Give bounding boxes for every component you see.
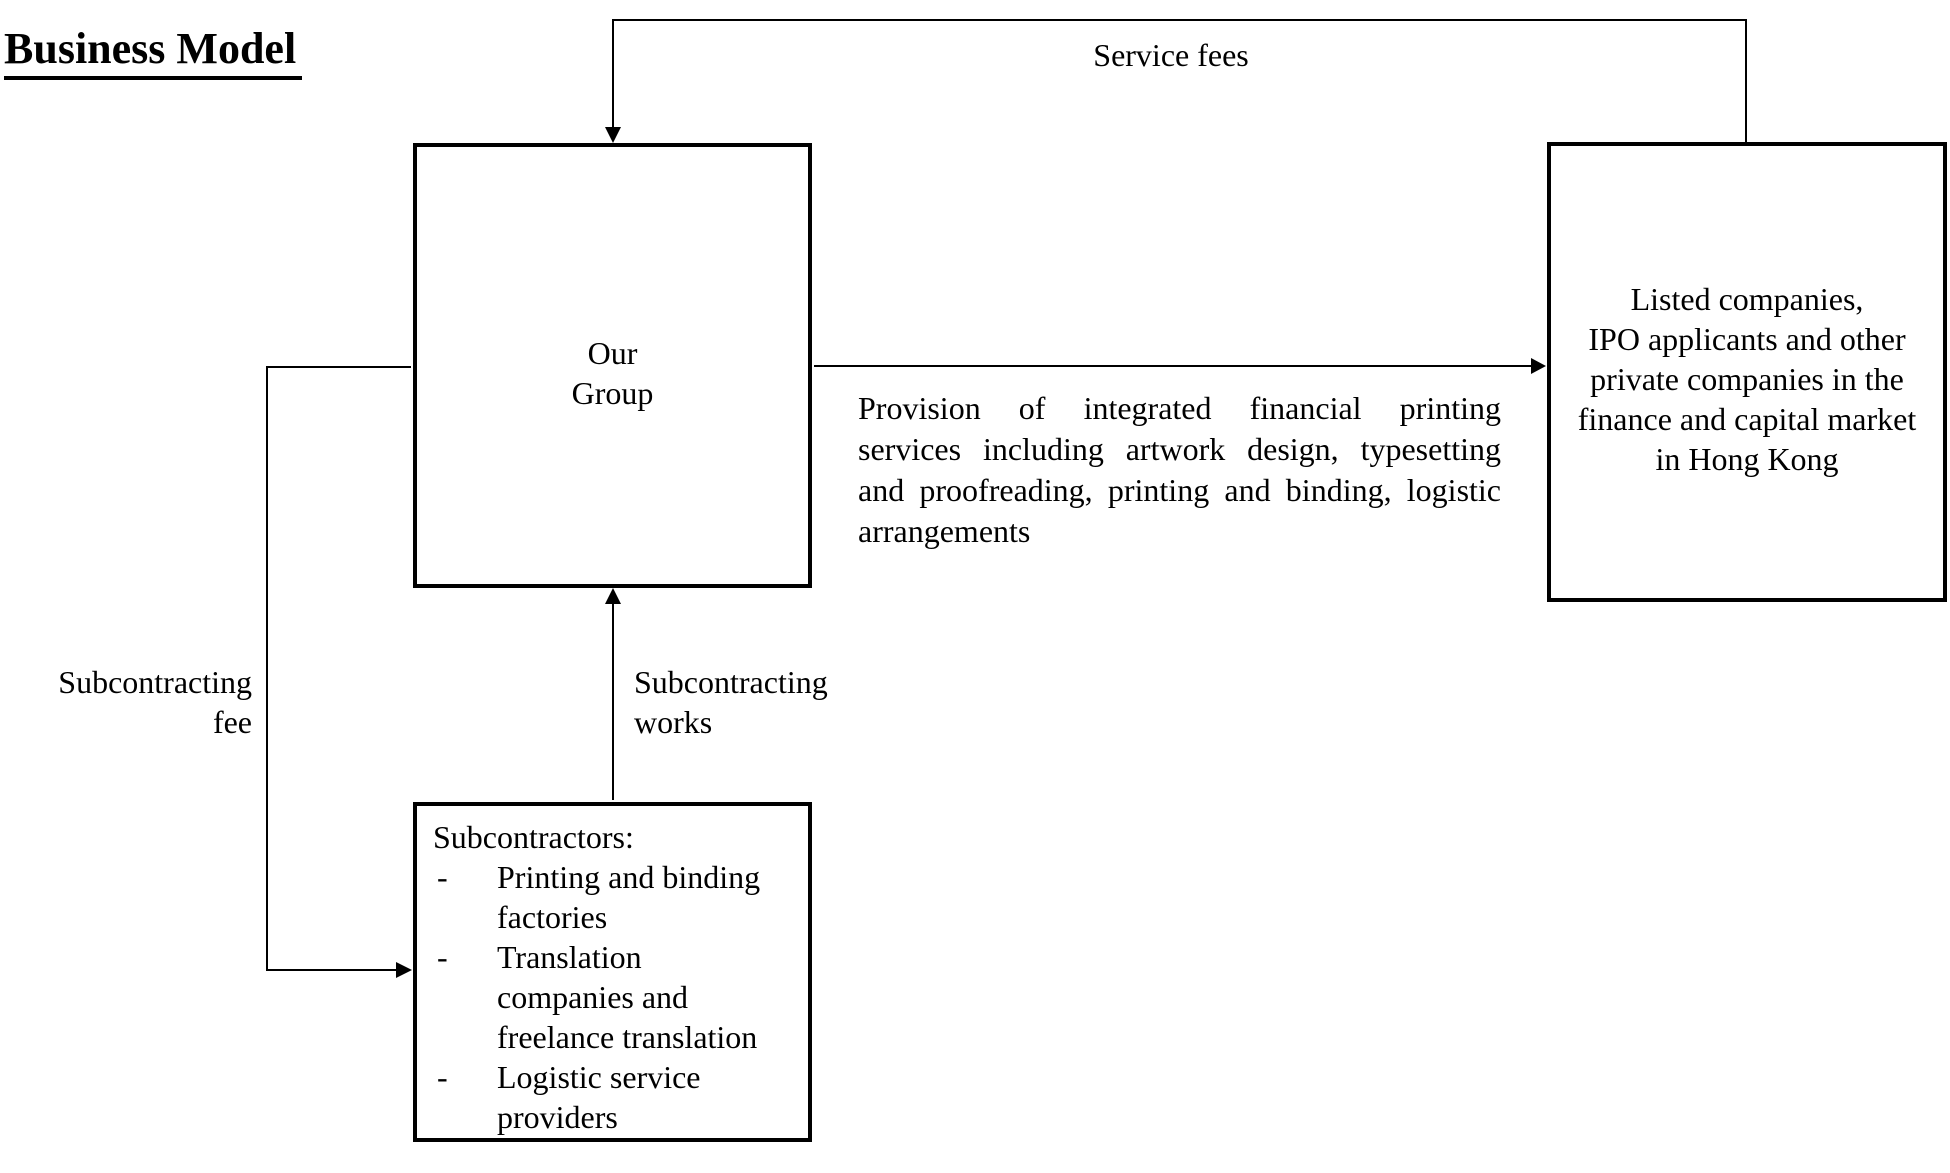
list-item-line: Logistic service xyxy=(497,1059,701,1095)
our-group-box-line: Our xyxy=(587,334,638,371)
subcontracting-fee-label-line: Subcontracting xyxy=(58,664,252,700)
subcontracting-works-arrow xyxy=(605,588,621,800)
provision-arrow xyxy=(814,358,1546,374)
subcontracting-fee-arrow xyxy=(266,366,412,978)
list-item-line: Translation xyxy=(497,939,642,975)
service-fees-arrow xyxy=(605,19,1747,143)
list-item-line: companies and xyxy=(497,979,689,1015)
provision-description: Provision of integrated financial printi… xyxy=(858,388,1501,552)
list-item-text: Translation companies and freelance tran… xyxy=(497,937,804,1057)
provision-description-line: services including artwork design, types… xyxy=(858,431,1501,467)
clients-box-line: IPO applicants and other xyxy=(1588,321,1906,357)
provision-description-line: arrangements xyxy=(858,513,1031,549)
list-item: - Logistic service providers xyxy=(417,1057,804,1137)
list-item-text: Logistic service providers xyxy=(497,1057,804,1137)
list-item-line: factories xyxy=(497,899,608,935)
arrowhead-right-icon xyxy=(1531,358,1546,374)
list-item-line: Printing and binding xyxy=(497,859,761,895)
arrowhead-down-icon xyxy=(605,127,621,143)
arrowhead-right-icon xyxy=(396,962,412,978)
clients-box-line: private companies in the xyxy=(1590,361,1904,397)
clients-box-line: in Hong Kong xyxy=(1655,441,1839,477)
subcontractors-heading: Subcontractors: xyxy=(433,819,634,855)
service-fees-label: Service fees xyxy=(1093,37,1249,73)
provision-description-line: Provision of integrated financial printi… xyxy=(858,390,1501,426)
subcontractors-box: Subcontractors: - Printing and binding f… xyxy=(413,802,812,1142)
list-item-text: Printing and binding factories xyxy=(497,857,804,937)
clients-box: Listed companies, IPO applicants and oth… xyxy=(1547,142,1947,602)
subcontracting-works-label-line: Subcontracting xyxy=(634,664,828,700)
clients-box-line: finance and capital market xyxy=(1577,401,1917,437)
list-item: - Printing and binding factories xyxy=(417,857,804,937)
list-item: - Translation companies and freelance tr… xyxy=(417,937,804,1057)
subcontracting-works-label: Subcontracting works xyxy=(634,662,828,742)
list-item-line: freelance translation xyxy=(497,1019,758,1055)
our-group-box: Our Group xyxy=(413,143,812,588)
page-title: Business Model xyxy=(4,24,303,80)
list-item-bullet: - xyxy=(437,859,448,895)
arrowhead-up-icon xyxy=(605,588,621,604)
clients-box-line: Listed companies, xyxy=(1630,281,1864,317)
provision-description-line: and proofreading, printing and binding, … xyxy=(858,472,1501,508)
list-item-line: providers xyxy=(497,1099,618,1135)
list-item-bullet: - xyxy=(437,939,448,975)
list-item-bullet: - xyxy=(437,1059,448,1095)
subcontracting-fee-label: Subcontracting fee xyxy=(32,662,252,742)
subcontracting-works-label-line: works xyxy=(634,704,713,740)
our-group-box-line: Group xyxy=(571,374,654,411)
subcontracting-fee-label-line: fee xyxy=(212,704,252,740)
